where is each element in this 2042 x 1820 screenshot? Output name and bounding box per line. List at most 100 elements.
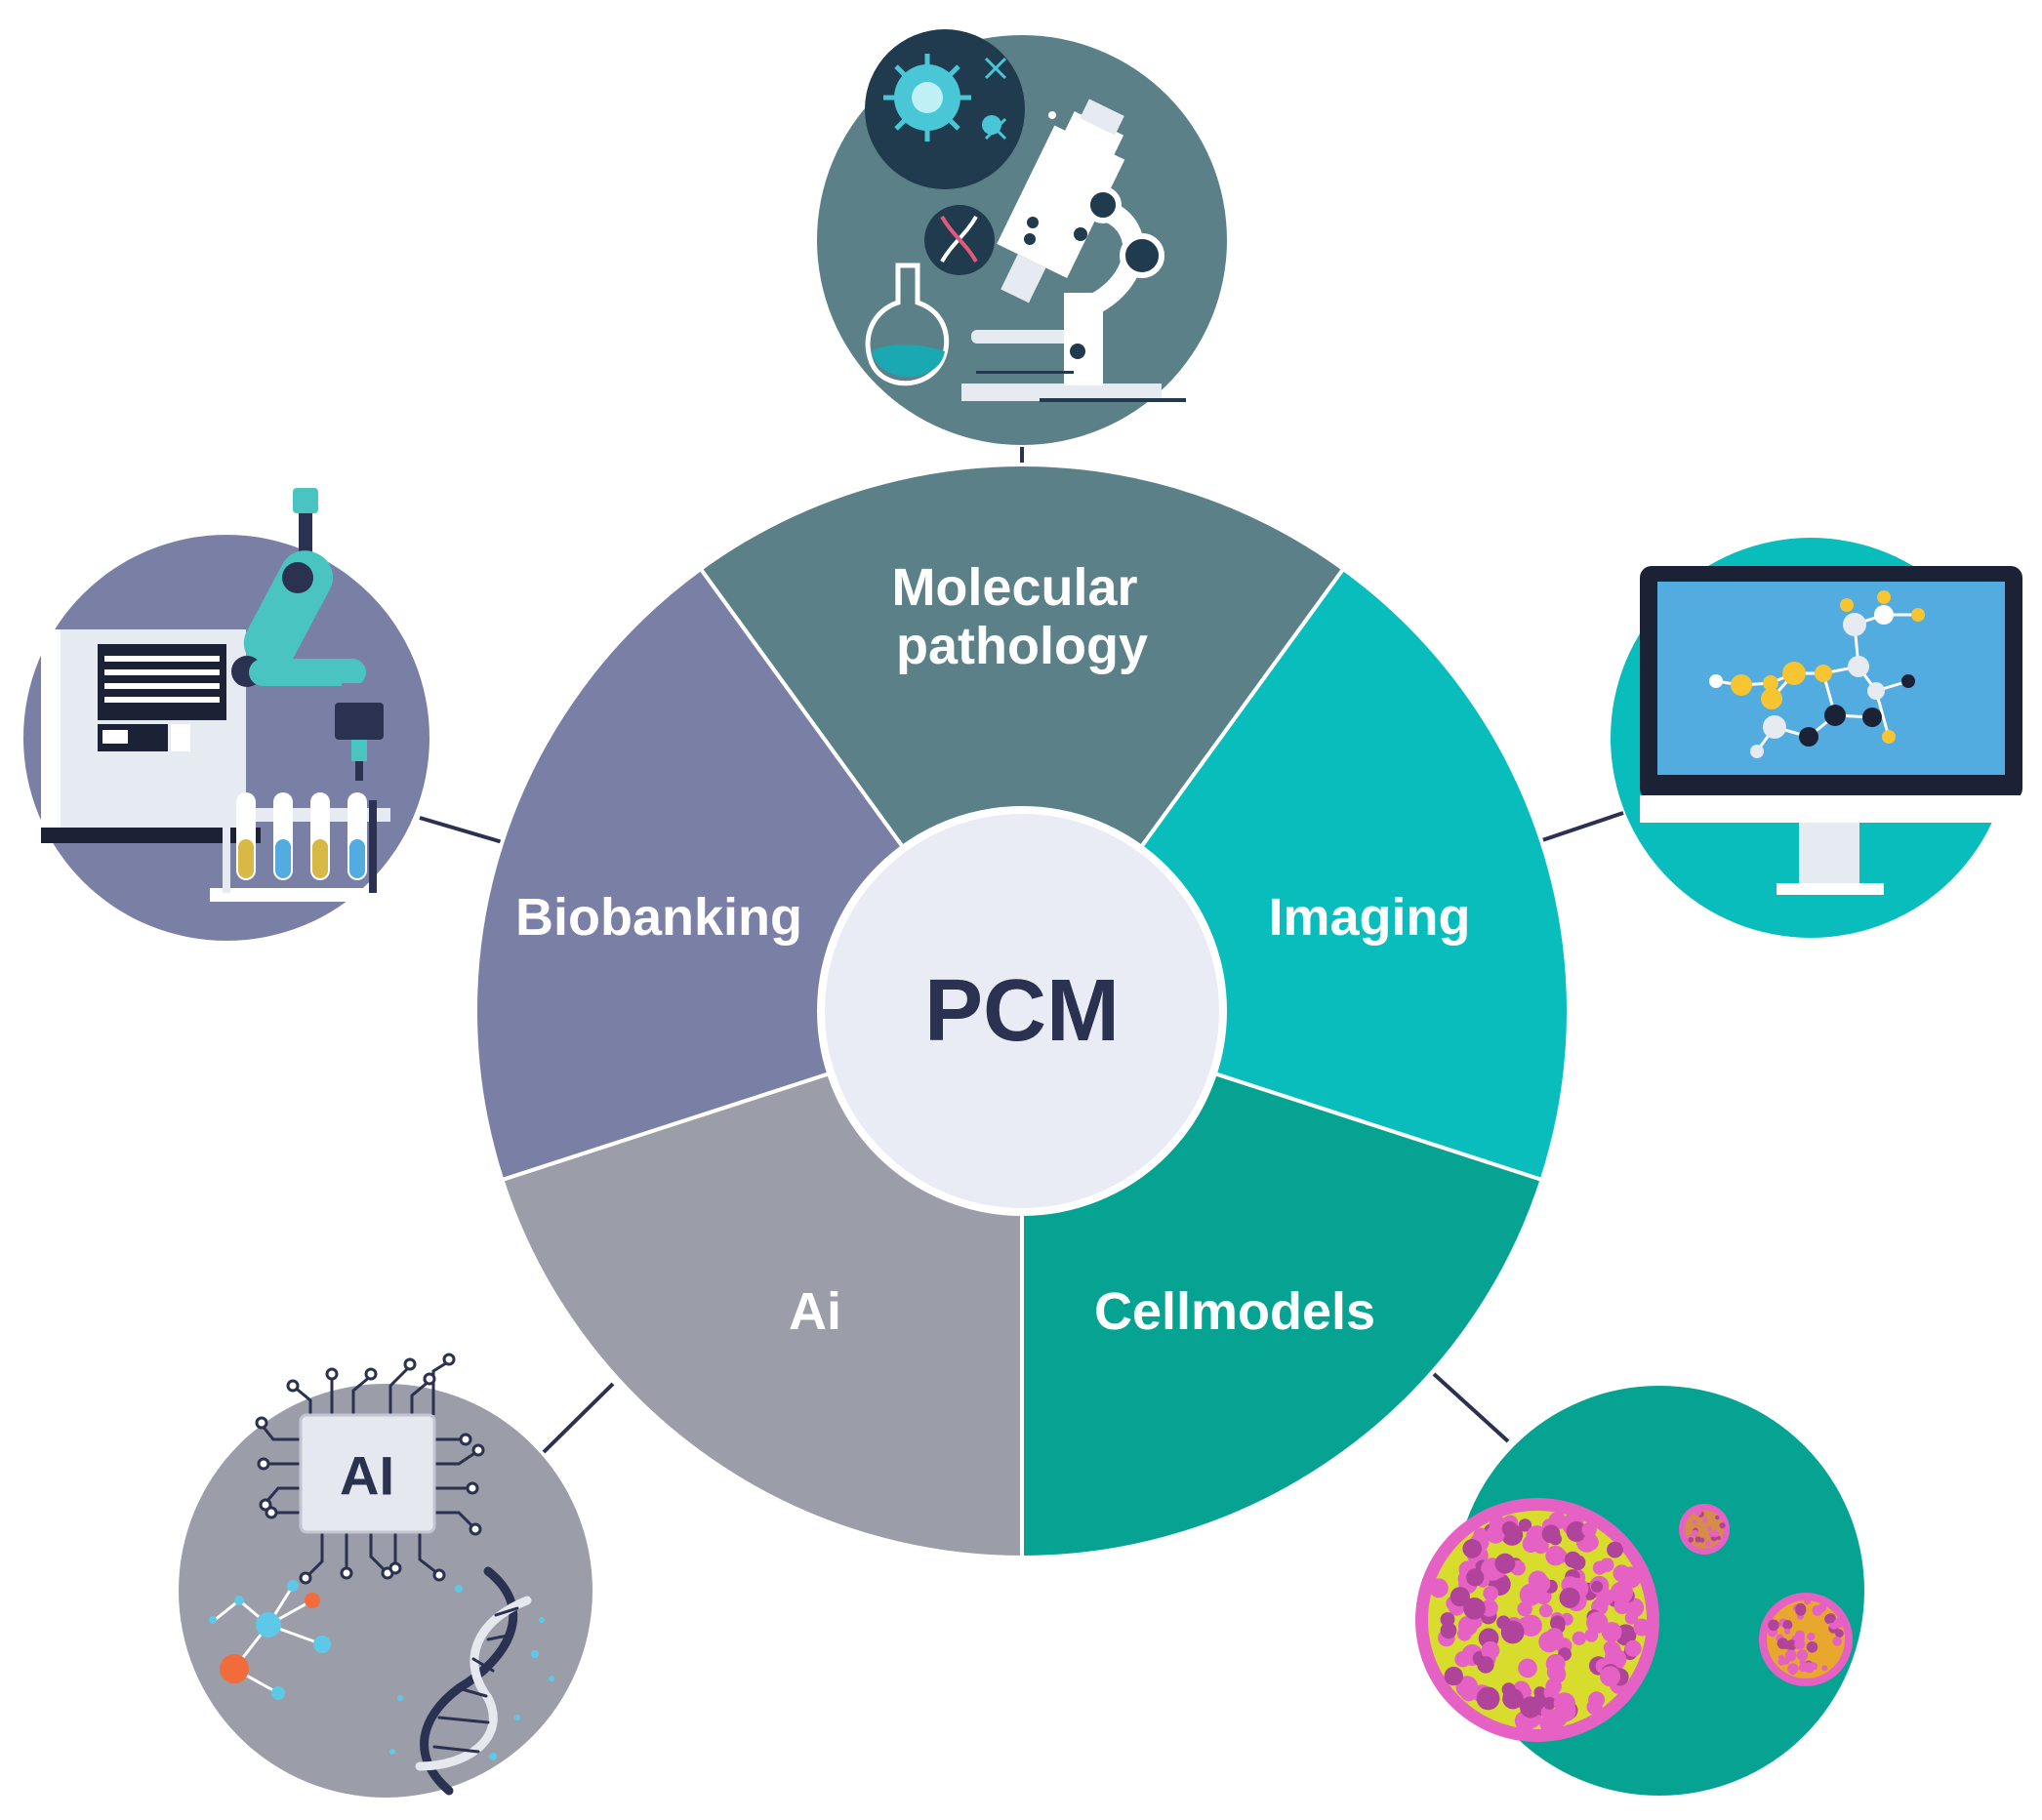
cell-blob xyxy=(1804,1598,1811,1605)
cell-blob xyxy=(1477,1656,1494,1674)
cell-blob xyxy=(1483,1586,1498,1601)
connector-imaging xyxy=(1538,811,1624,843)
cell-blob xyxy=(1784,1628,1791,1635)
cell-blob xyxy=(1466,1568,1485,1587)
molecular-pathology-icon xyxy=(817,29,1227,445)
tiny-cell-icon xyxy=(1679,1504,1730,1555)
cell-blob xyxy=(1459,1683,1478,1702)
cell-blob xyxy=(1550,1615,1566,1631)
cell-blob xyxy=(1603,1640,1616,1654)
cell-blob xyxy=(1564,1551,1581,1568)
cell-texture xyxy=(1429,1512,1652,1733)
segment-label-imaging: Imaging xyxy=(1268,888,1470,947)
microscope-icon xyxy=(961,99,1186,402)
ai-chip-text: AI xyxy=(340,1445,394,1507)
cell-blob xyxy=(1708,1531,1715,1537)
cell-blob xyxy=(1699,1537,1705,1543)
cell-blob xyxy=(1518,1518,1532,1532)
cell-blob xyxy=(1782,1620,1793,1630)
cell-blob xyxy=(1702,1517,1708,1523)
segment-label-molecular-pathology: Molecular pathology xyxy=(891,558,1152,675)
cell-blob xyxy=(1591,1580,1603,1593)
cell-blob xyxy=(1545,1678,1562,1695)
dna-helix-icon xyxy=(415,1566,532,1796)
cell-blob xyxy=(1553,1549,1568,1564)
cell-blob xyxy=(1582,1534,1599,1551)
cell-blob xyxy=(1440,1622,1457,1639)
circuit-wires xyxy=(260,1359,477,1578)
large-cell-icon xyxy=(1415,1498,1659,1742)
cell-blob xyxy=(1600,1557,1614,1572)
cell-blob xyxy=(1444,1666,1464,1686)
cell-blob xyxy=(1522,1535,1540,1554)
connector-ai xyxy=(542,1382,615,1454)
cell-blob xyxy=(1810,1662,1818,1671)
cell-blob xyxy=(1494,1553,1516,1574)
cell-blob xyxy=(1688,1537,1694,1543)
connector-biobanking xyxy=(419,816,507,845)
test-tubes-icon xyxy=(207,792,390,902)
cell-blob xyxy=(1719,1522,1726,1529)
segment-labels: Molecular pathology Imaging Cellmodels A… xyxy=(515,558,1471,1341)
cell-blob xyxy=(1795,1630,1805,1640)
cell-blob xyxy=(1624,1639,1642,1657)
cell-blob xyxy=(1634,1618,1647,1631)
circuit-nodes xyxy=(255,1353,485,1585)
flask-icon xyxy=(865,263,950,386)
cell-texture xyxy=(1767,1598,1845,1676)
cell-blob xyxy=(1835,1629,1844,1638)
cell-blob xyxy=(1520,1696,1542,1719)
cell-blob xyxy=(1784,1642,1791,1650)
cell-blob xyxy=(1705,1540,1711,1547)
cell-blob xyxy=(1539,1603,1553,1618)
cell-blob xyxy=(1485,1694,1498,1707)
cell-blob xyxy=(1782,1657,1790,1665)
cell-blob xyxy=(1610,1581,1634,1604)
small-cell-icon xyxy=(1759,1593,1853,1686)
imaging-icon xyxy=(1611,538,2022,938)
cell-blob xyxy=(1555,1700,1576,1722)
cell-blob xyxy=(1457,1626,1472,1641)
cell-blob xyxy=(1566,1520,1587,1542)
cell-blob xyxy=(1572,1631,1586,1645)
ai-chip-icon xyxy=(299,1413,436,1534)
segment-label-line: pathology xyxy=(896,617,1148,675)
cell-blob xyxy=(1500,1620,1525,1644)
cell-blob xyxy=(1559,1587,1580,1608)
cell-blob xyxy=(1581,1521,1597,1538)
cellmodels-icon xyxy=(1415,1386,1864,1796)
cell-blob xyxy=(1692,1529,1698,1537)
center-label: PCM xyxy=(924,962,1120,1060)
segment-label-line: Molecular xyxy=(891,558,1137,617)
cell-blob xyxy=(1545,1628,1564,1646)
cell-blob xyxy=(1549,1532,1562,1546)
connector-cellmodels xyxy=(1432,1372,1510,1443)
cell-blob xyxy=(1473,1527,1488,1542)
cell-blob xyxy=(1833,1617,1845,1629)
cell-blob xyxy=(1601,1622,1622,1642)
sparkle-dots xyxy=(389,1585,554,1760)
cell-blob xyxy=(1519,1583,1542,1606)
cell-blob xyxy=(1706,1526,1712,1531)
cell-blob xyxy=(1821,1665,1828,1672)
cell-blob xyxy=(1607,1541,1623,1558)
cell-blob xyxy=(1817,1602,1827,1613)
cell-blob xyxy=(1596,1588,1614,1606)
cell-blob xyxy=(1480,1598,1498,1617)
cell-blob xyxy=(1462,1539,1482,1558)
cell-blob xyxy=(1715,1515,1720,1520)
cell-blob xyxy=(1533,1686,1546,1699)
connector-lines xyxy=(419,447,1624,1454)
cell-blob xyxy=(1795,1602,1807,1614)
cell-blob xyxy=(1796,1649,1809,1661)
segment-label-biobanking: Biobanking xyxy=(515,888,802,947)
monitor-icon xyxy=(1640,566,2022,895)
segment-label-ai: Ai xyxy=(789,1282,841,1341)
cell-blob xyxy=(1832,1637,1842,1646)
cell-blob xyxy=(1429,1578,1449,1598)
cell-blob xyxy=(1799,1658,1807,1666)
robot-arm-icon xyxy=(231,488,384,781)
cell-blob xyxy=(1825,1613,1836,1624)
